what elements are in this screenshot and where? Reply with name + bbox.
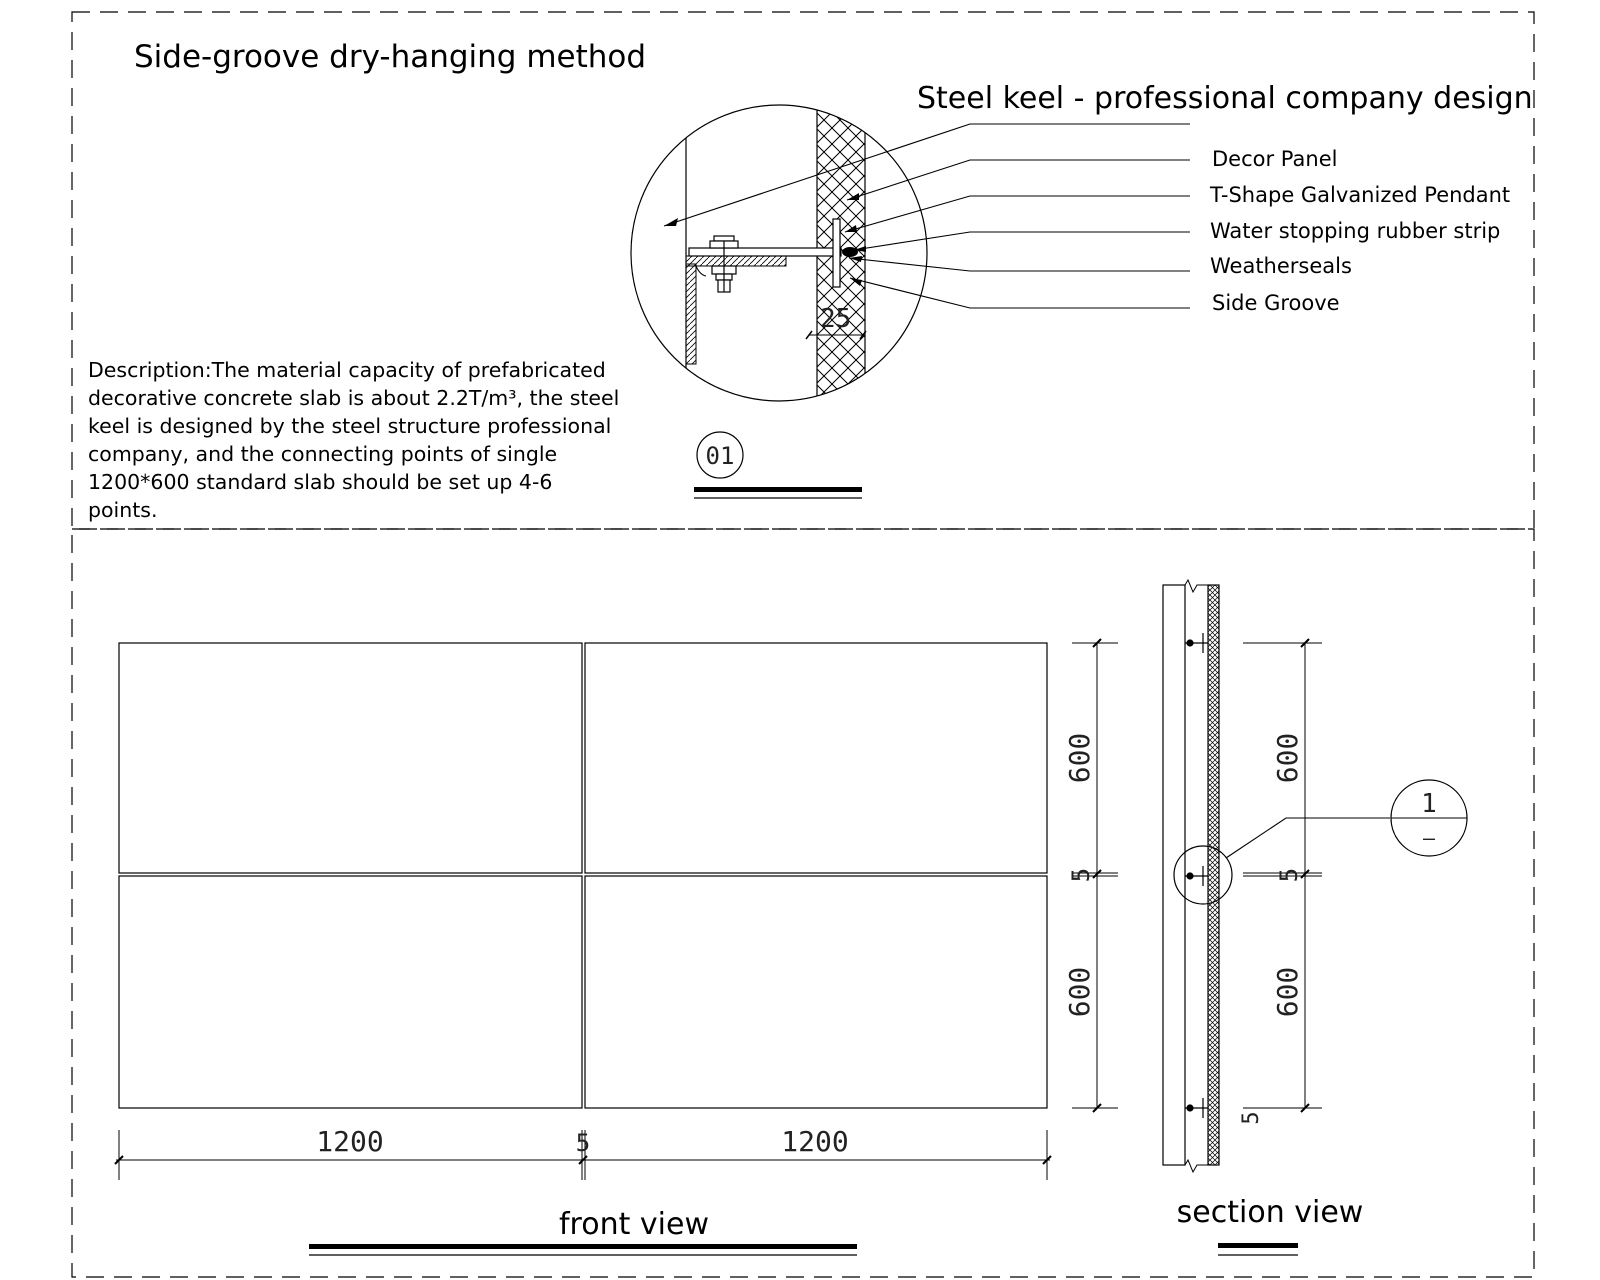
section-height-dim-gap: 5 bbox=[1275, 868, 1303, 882]
section-height-dim-end-gap: 5 bbox=[1239, 1111, 1264, 1124]
front-height-dim-gap: 5 bbox=[1067, 868, 1095, 882]
front-view bbox=[118, 642, 1048, 1109]
front-height-dimension bbox=[1072, 638, 1118, 1113]
section-panel bbox=[1207, 584, 1220, 1166]
leaders bbox=[663, 123, 1190, 309]
section-height-dim-top: 600 bbox=[1271, 733, 1304, 784]
leader-arrows bbox=[664, 193, 866, 286]
section-view bbox=[1162, 578, 1468, 1174]
sheet-title: Side-groove dry-hanging method bbox=[134, 39, 646, 75]
section-height-dimension bbox=[1243, 638, 1322, 1113]
detail-tag-text: 01 bbox=[706, 442, 735, 470]
panel-bottom-right bbox=[584, 875, 1048, 1109]
groove-dim-text: 25 bbox=[820, 304, 851, 334]
front-view-label: front view bbox=[559, 1207, 709, 1242]
section-height-dim-bottom: 600 bbox=[1271, 967, 1304, 1018]
upper-frame bbox=[71, 11, 1535, 1278]
panel-top-right bbox=[584, 642, 1048, 874]
detail-ref-bottom: — bbox=[1423, 826, 1436, 850]
section-detail-marker bbox=[1173, 845, 1233, 905]
front-width-dim-left: 1200 bbox=[316, 1125, 383, 1158]
front-view-underline bbox=[309, 1244, 857, 1249]
description-text: Description:The material capacity of pre… bbox=[88, 358, 620, 522]
callout-decor-panel: Decor Panel bbox=[1212, 147, 1337, 171]
callout-side-groove: Side Groove bbox=[1212, 291, 1340, 315]
panel-bottom-left bbox=[118, 875, 583, 1109]
front-width-dim-gap: 5 bbox=[576, 1129, 590, 1157]
section-view-label: section view bbox=[1177, 1195, 1364, 1230]
bolt bbox=[709, 235, 739, 293]
callout-t-pendant: T-Shape Galvanized Pendant bbox=[1209, 183, 1510, 207]
front-height-dim-top: 600 bbox=[1063, 733, 1096, 784]
rubber-strip bbox=[842, 247, 858, 257]
front-width-dim-right: 1200 bbox=[781, 1125, 848, 1158]
callout-rubber-strip: Water stopping rubber strip bbox=[1210, 219, 1500, 243]
front-height-dim-bottom: 600 bbox=[1063, 967, 1096, 1018]
keel-label: Steel keel - professional company design bbox=[917, 81, 1533, 116]
detail-circle: 25 bbox=[630, 104, 928, 402]
groove-dimension: 25 bbox=[805, 304, 867, 340]
detail-ref-top: 1 bbox=[1421, 789, 1437, 819]
callout-weatherseals: Weatherseals bbox=[1210, 254, 1352, 278]
detail-tag: 01 bbox=[694, 431, 862, 499]
section-view-underline bbox=[1218, 1243, 1298, 1248]
front-width-dimension bbox=[114, 1130, 1052, 1180]
t-pendant bbox=[688, 247, 842, 257]
panel-top-left bbox=[118, 642, 583, 874]
